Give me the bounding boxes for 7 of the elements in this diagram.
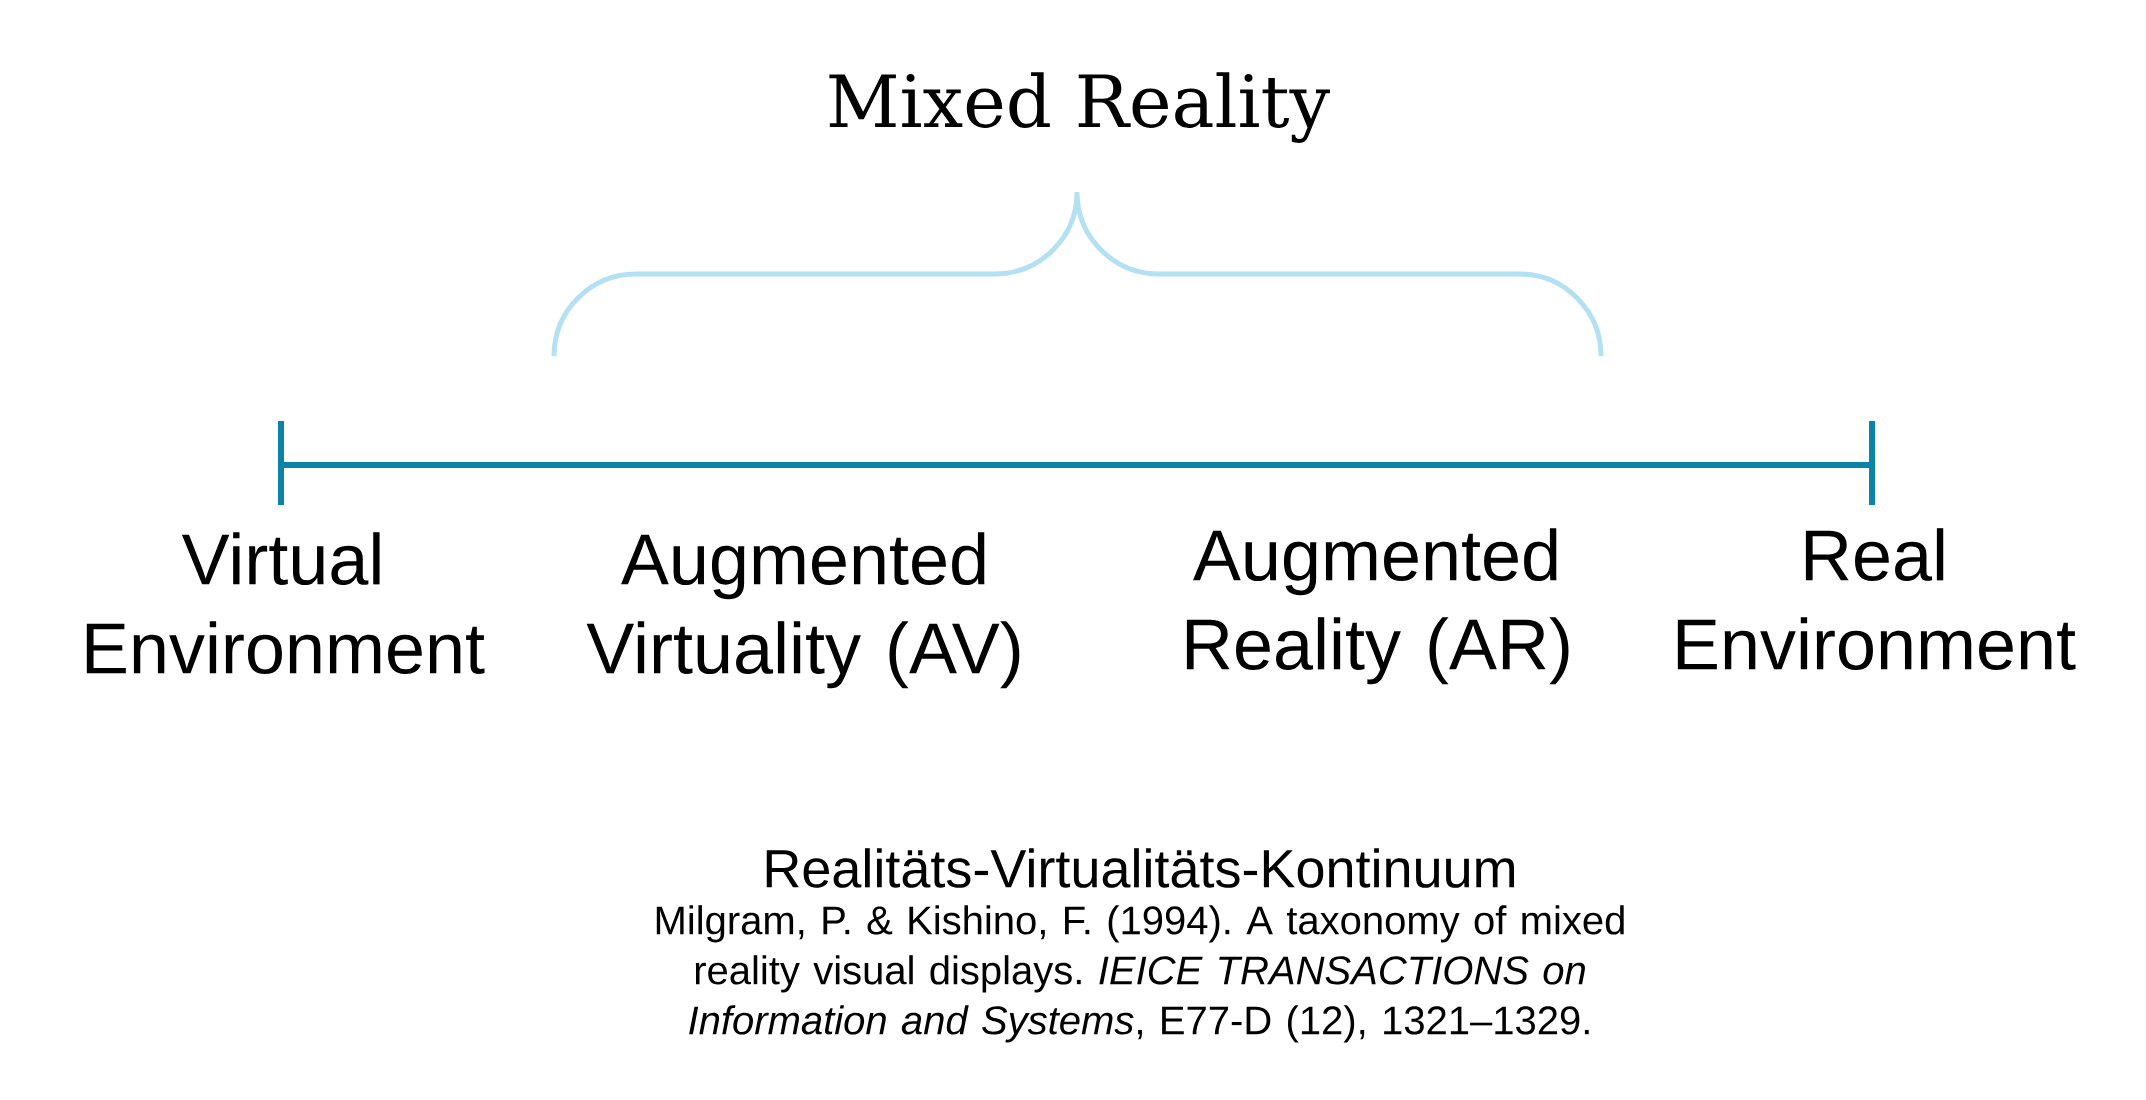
caption: Realitäts-Virtualitäts-Kontinuum (766, 848, 1514, 888)
axis-label: Augmented Virtuality (AV) (586, 532, 1020, 689)
citation: Milgram, P. & Kishino, F. (1994). A taxonomy of mixed reality visual displays. IEICE TRANSACTIONS on Information and Systems, E77-D (12), 1321–1329. (656, 905, 1624, 1043)
axis-label: Virtual Environment (86, 532, 485, 675)
brace-label: Mixed Reality (829, 72, 1330, 143)
axis-label: Augmented Reality (AR) (1186, 528, 1569, 685)
axis-label: Real Environment (1677, 528, 2076, 671)
